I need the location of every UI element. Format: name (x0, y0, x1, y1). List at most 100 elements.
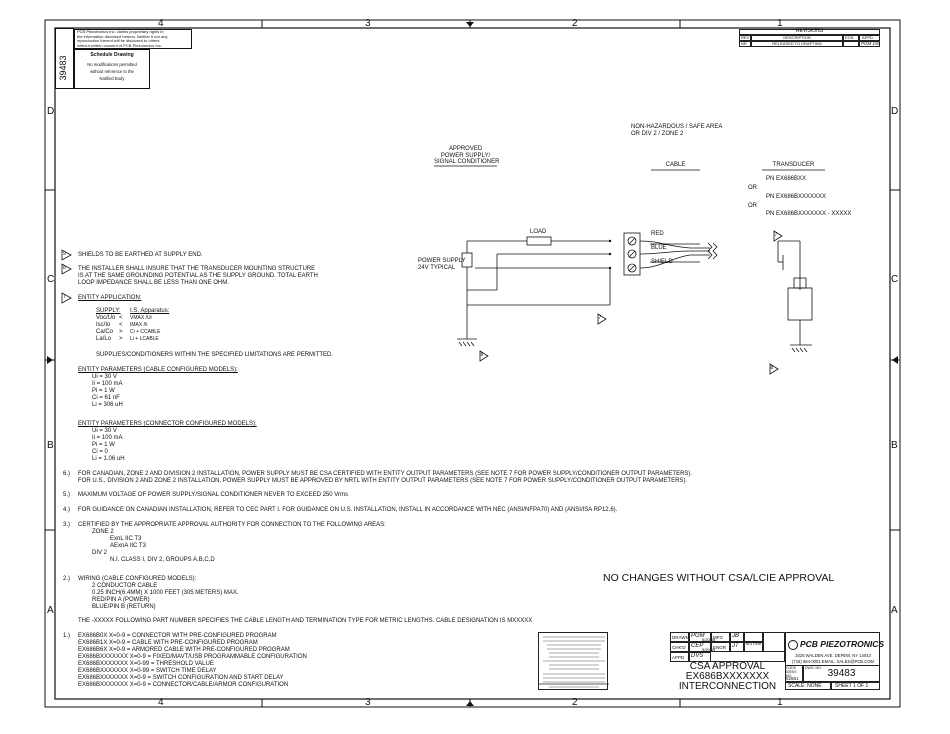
wire-red-label: RED (651, 231, 664, 237)
note-1-line: EX686BXXXXXXX X=0-9 = FIXED/MAVT/USB PRO… (78, 654, 307, 660)
note-2-line: RED/PIN A (POWER) (92, 597, 150, 603)
zone-label-bottom-2: 2 (572, 697, 578, 708)
or-label-1: OR (748, 185, 757, 191)
company-address-line2: (716) 684-0001 EMAIL: SALES@PCB.COM (792, 659, 874, 664)
conn-param: Li = 1.06 uH (92, 456, 125, 462)
conn-param: Pi = 1 W (92, 442, 115, 448)
no-changes-notice: NO CHANGES WITHOUT CSA/LCIE APPROVAL (603, 572, 835, 584)
transducer-label: TRANSDUCER (772, 162, 815, 168)
proprietary-line: PCB Piezotronics Inc. claims proprietary… (77, 29, 164, 34)
revision-rev: NR (741, 41, 747, 46)
zone-label-left-c: C (47, 274, 55, 285)
note-2-line: 2 CONDUCTOR CABLE (92, 583, 158, 589)
is-apparatus-heading: I.S. Apparatus: (130, 308, 170, 314)
note-4-number: 4.) (63, 507, 71, 513)
note-1-line: EX686B1X X=0-9 = CABLE WITH PRE-CONFIGUR… (78, 640, 258, 646)
entity-row-4-is: Li + LCABLE (130, 336, 159, 342)
right-date: 6/17/08 (746, 641, 762, 646)
note-1-line: EX686BXXXXXXX X=0-9 = SWITCH CONFIGURATI… (78, 675, 284, 681)
note-7-title: ENTITY APPLICATION: (78, 295, 142, 301)
note-2-line: 0.25 INCH(6.4MM) X 1000 FEET (305 METERS… (92, 590, 239, 596)
scale-label: SCALE: NONE (788, 683, 822, 689)
note-6-line1: FOR CANADIAN, ZONE 2 AND DIVISION 2 INST… (78, 471, 693, 477)
chkd-signature: CEP (691, 643, 704, 649)
power-supply-line2: 24V TYPICAL (418, 265, 456, 271)
entity-row-2-op: < (119, 322, 123, 328)
proprietary-notice-box: PCB Piezotronics Inc. claims proprietary… (74, 29, 192, 49)
note-1-line: EX686B6X X=0-9 = ARMORED CABLE WITH PRE-… (78, 647, 290, 653)
approved-supply-line1: APPROVED (448, 146, 483, 152)
note-1-line: EX686BXXXXXXX X=0-99 = THRESHOLD VALUE (78, 661, 214, 667)
drawn-signature: PGM (691, 633, 705, 639)
note-1-line: EX686BXXXXXXX X=0-99 = SWITCH TIME DELAY (78, 668, 217, 674)
note-6-number: 6.) (63, 471, 71, 477)
entity-row-3-supply: Ca/Co (96, 329, 114, 335)
entity-row-2-is: IMAX /Ii (130, 322, 148, 328)
entity-row-1-supply: Voc/Uo (96, 315, 116, 321)
cable-param: Ci = 61 nF (92, 395, 120, 401)
entity-row-3-op: > (119, 329, 123, 335)
cable-params-title: ENTITY PARAMETERS (CABLE CONFIGURED MODE… (78, 367, 238, 373)
note-9: SHIELDS TO BE EARTHED AT SUPPLY END. (78, 252, 203, 258)
note-8-line1: THE INSTALLER SHALL INSURE THAT THE TRAN… (78, 266, 316, 272)
conn-param: Ci = 0 (92, 449, 108, 455)
revisions-title: REVISIONS (795, 28, 824, 34)
note-2-number: 2.) (63, 576, 71, 582)
wire-shield-label: SHIELD (651, 259, 673, 265)
note-3-zone-line: AExnA IIC T3 (110, 543, 146, 549)
entity-row-1-is: VMAX /Ui (130, 315, 152, 321)
note-4: FOR GUIDANCE ON CANADIAN INSTALLATION, R… (78, 507, 618, 513)
revisions-header-ecn: ECN (845, 35, 854, 40)
load-label: LOAD (530, 229, 547, 235)
note-8-number: 8 (63, 265, 66, 271)
cable-param: Ui = 30 V (92, 374, 117, 380)
conn-param: Ii = 100 mA (92, 435, 123, 441)
company-address-line1: 3425 WALDEN AVE. DEPEW, NY 14043 (795, 653, 871, 658)
note-1-number: 1.) (63, 633, 71, 639)
schedule-title: Schedule Drawing (90, 52, 134, 58)
area-label-line2: OR DIV 2 / ZONE 2 (631, 131, 684, 137)
schedule-line: Notified Body (99, 76, 125, 81)
cable-param: Li = 306 uH (92, 402, 123, 408)
note-3-zone-line: ExnL IIC T3 (110, 536, 142, 542)
pn-line-3: PN EX686BXXXXXXX - XXXXX (766, 211, 852, 217)
entity-footer: SUPPLIES/CONDITIONERS WITHIN THE SPECIFI… (96, 352, 334, 358)
note-3-zone: ZONE 2 (92, 529, 114, 535)
entity-row-4-supply: La/Lo (96, 336, 112, 342)
schedule-drawing-box: Schedule Drawing No modifications permit… (74, 49, 150, 89)
xxxxx-note: THE -XXXXX FOLLOWING PART NUMBER SPECIFI… (78, 618, 533, 624)
tolerance-block (538, 632, 609, 690)
cable-label: CABLE (665, 162, 686, 168)
zone-label-right-d: D (891, 106, 899, 117)
revisions-header-rev: REV (741, 35, 750, 40)
zone-label-left-d: D (47, 106, 55, 117)
flag-8-supply-ground: 8 (480, 352, 484, 358)
zone-label-top-1: 1 (777, 18, 783, 29)
flag-7-cable: 7 (598, 315, 602, 321)
zone-label-bottom-1: 1 (777, 697, 783, 708)
note-3-number: 3.) (63, 522, 71, 528)
approved-supply-line3: SIGNAL CONDITIONER (434, 159, 500, 165)
entity-row-2-supply: Isc/Io (96, 322, 111, 328)
revision-description: RELEASED TO DRAFTING (772, 41, 822, 46)
drawing-title-line1: CSA APPROVAL (689, 661, 766, 672)
appd-label: APPD (672, 655, 685, 660)
mfg-signature: JB (732, 633, 740, 639)
approved-supply-line2: POWER SUPPLY/ (440, 152, 491, 159)
proprietary-line: the information disclosed hereon. Neithe… (77, 33, 168, 39)
or-label-2: OR (748, 203, 757, 209)
drawing-number-box (55, 28, 74, 89)
chkd-date: 5/20/08 (702, 647, 716, 652)
area-label-line1: NON-HAZARDOUS / SAFE AREA (631, 124, 723, 130)
note-8-line3: LOOP IMPEDANCE SHALL BE LESS THAN ONE OH… (78, 280, 229, 286)
note-7-number: 7 (63, 294, 66, 300)
zone-label-bottom-4: 4 (158, 697, 164, 708)
zone-label-top-3: 3 (365, 18, 371, 29)
dwg-no-label: DWG. NO. (805, 666, 822, 670)
proprietary-line: without written consent of PCB Piezotron… (77, 42, 162, 48)
drawing-title-line3: INTERCONNECTION (678, 681, 777, 692)
drawn-label: DRAWN (672, 635, 689, 640)
revisions-block: REVISIONS REV DESCRIPTION ECN APPD NR RE… (739, 28, 880, 50)
zone-label-bottom-3: 3 (365, 697, 371, 708)
company-name: PCB PIEZOTRONICS (800, 639, 885, 649)
